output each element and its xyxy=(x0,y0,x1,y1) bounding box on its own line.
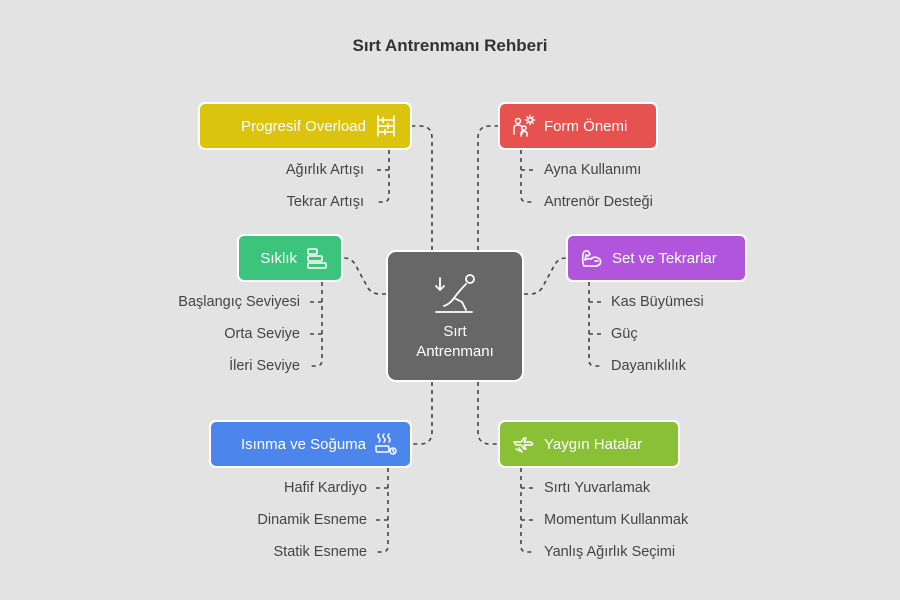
heat-waves-icon xyxy=(375,433,397,455)
topic-label: Isınma ve Soğuma xyxy=(240,435,366,453)
topic-siklik: Sıklık xyxy=(237,234,343,282)
flexed-arm-icon xyxy=(581,250,602,268)
bar-list-icon xyxy=(307,248,327,269)
diagram-title: Sırt Antrenmanı Rehberi xyxy=(352,36,548,55)
subitem: Orta Seviye xyxy=(224,326,300,342)
subitem: Başlangıç Seviyesi xyxy=(178,294,300,310)
subitem: Momentum Kullanmak xyxy=(544,512,689,528)
topic-label: Progresif Overload xyxy=(240,117,366,135)
subitem: Yanlış Ağırlık Seçimi xyxy=(544,544,676,560)
subitem: Sırtı Yuvarlamak xyxy=(544,480,651,496)
topic-set-ve-tekrarlar: Set ve Tekrarlar xyxy=(566,234,747,282)
topic-label: Form Önemi xyxy=(544,117,628,135)
abacus-icon xyxy=(377,115,395,137)
subitem: Statik Esneme xyxy=(273,544,368,560)
topic-form-onemi: Form Önemi xyxy=(498,102,658,150)
topic-label: Sıklık xyxy=(260,249,297,267)
subitem: İleri Seviye xyxy=(229,358,300,374)
subitem: Hafif Kardiyo xyxy=(283,480,367,496)
subitem: Dayanıklılık xyxy=(611,358,686,374)
center-label-line1: Sırt xyxy=(443,323,467,340)
topic-label: Set ve Tekrarlar xyxy=(612,249,717,267)
subitem: Antrenör Desteği xyxy=(544,194,653,210)
subitem: Ayna Kullanımı xyxy=(544,162,642,178)
center-label-line2: Antrenmanı xyxy=(416,343,494,360)
subitem: Ağırlık Artışı xyxy=(285,162,364,178)
topic-yaygin-hatalar: Yaygın Hatalar xyxy=(498,420,680,468)
subitem: Dinamik Esneme xyxy=(257,512,367,528)
subitem: Tekrar Artışı xyxy=(286,194,364,210)
broken-plane-icon xyxy=(513,437,534,453)
subitem: Güç xyxy=(611,326,638,342)
exercise-figure-icon xyxy=(435,274,475,313)
center-node: Sırt Antrenmanı xyxy=(386,250,524,382)
subitem: Kas Büyümesi xyxy=(611,294,704,310)
people-gear-icon xyxy=(513,114,536,137)
topic-progresif-overload: Progresif Overload xyxy=(198,102,412,150)
topic-label: Yaygın Hatalar xyxy=(544,435,643,453)
topic-isinma-ve-soguma: Isınma ve Soğuma xyxy=(209,420,412,468)
